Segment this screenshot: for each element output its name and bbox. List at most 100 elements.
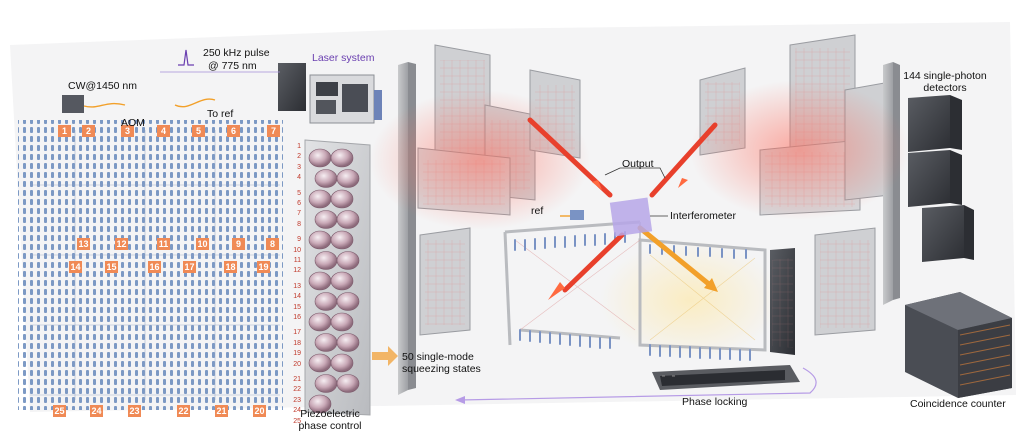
piezo-row-number: 21 [293,376,301,383]
source-badge: 9 [232,238,245,250]
coincidence-label: Coincidence counter [910,398,1006,410]
pulse-icon [178,49,194,66]
piezo-dome [308,271,332,291]
piezo-row-number: 10 [293,246,301,254]
piezo-dome [330,189,354,209]
piezo-dome [314,251,338,270]
source-badge: 14 [69,261,82,273]
source-badge: 19 [257,261,270,273]
piezo-row-number: 6 [297,200,301,207]
output-beam-right [649,122,718,198]
piezo-row-number: 12 [293,267,301,275]
piezo-dome [330,148,354,168]
piezo-dome [330,312,354,332]
source-badge: 3 [121,125,134,137]
ref-component [560,210,584,220]
piezo-row-number: 2 [297,153,301,161]
piezo-dome [314,169,338,188]
piezo-domes [308,148,360,414]
source-badge: 15 [105,261,118,273]
piezo-dome [314,333,338,352]
phase-lock-array [770,248,795,355]
piezo-dome [330,230,354,250]
feedback-arrowhead [455,396,465,404]
piezo-dome [314,292,338,311]
piezo-dome [308,189,332,209]
arrow-in [548,282,565,300]
single-photon-detectors [908,95,974,262]
piezo-row-number: 3 [297,163,301,171]
piezo-row-number: 25 [293,417,301,425]
phase-locking-label: Phase locking [682,396,748,408]
source-badge: 18 [224,261,237,273]
cw-label: CW@1450 nm [68,80,138,92]
piezo-dome [330,271,354,291]
piezo-dome [336,251,360,270]
piezo-row-number: 13 [293,282,301,290]
piezo-row-number: 4 [297,174,301,182]
piezo-row-number: 8 [297,220,301,228]
source-badge: 21 [215,405,228,417]
source-badge: 22 [177,405,190,417]
source-badge: 7 [267,125,280,137]
piezo-dome [308,312,332,332]
piezo-row-number: 11 [293,257,301,264]
piezo-row-number: 9 [297,236,301,244]
yellow-glow [600,240,780,360]
source-badge: 2 [82,125,95,137]
arrow-out-left [592,180,602,190]
cw-laser-box [62,95,84,113]
piezo-dome [308,148,332,168]
detectors-label: 144 single-photon detectors [903,70,987,94]
piezo-row-number: 22 [293,386,301,394]
piezo-row-number: 23 [293,396,301,404]
source-badge: 11 [157,238,170,250]
source-badge: 12 [115,238,128,250]
piezo-dome [314,374,338,393]
squeezing-arrow [372,346,398,366]
piezo-dome [308,353,332,373]
piezo-row-number: 5 [297,189,301,197]
laser-system [278,63,382,124]
feedback-arrow [459,367,817,401]
cw-fiber [83,102,126,108]
source-badge: 8 [266,238,279,250]
phase-shifter-rows [514,231,751,361]
to-ref-label: To ref [207,108,234,120]
source-badge: 16 [148,261,161,273]
piezo-row-number: 24 [293,407,301,415]
source-badge: 23 [128,405,141,417]
interferometer-chip [609,197,653,237]
source-badge: 17 [183,261,196,273]
squeezing-label: 50 single-mode squeezing states [402,351,481,375]
ref-label: ref [531,205,544,217]
to-ref-fiber [174,98,216,108]
piezo-row-number: 15 [293,303,301,311]
piezo-dome [336,292,360,311]
source-badge: 20 [253,405,266,417]
piezo-dome [336,333,360,352]
piezo-dome [330,353,354,373]
reference-beam [637,225,713,288]
input-beam [562,232,625,293]
interferometer-label: Interferometer [670,210,736,222]
piezo-label: Piezoelectric phase control [298,408,362,432]
source-badge: 1 [58,125,71,137]
piezo-row-number: 18 [293,339,301,347]
source-badge: 25 [53,405,66,417]
source-badge: 24 [90,405,103,417]
red-glow-right [690,80,910,220]
arrow-ref [704,278,718,292]
phase-locking-box [652,365,800,390]
piezo-dome [336,210,360,229]
source-badge: 10 [196,238,209,250]
piezo-dome [336,169,360,188]
piezo-dome [336,374,360,393]
laser-system-label: Laser system [312,52,375,64]
piezo-row-number: 1 [297,143,301,150]
piezo-row-number: 19 [293,350,301,358]
piezo-row-number: 7 [297,210,301,218]
piezo-dome [314,210,338,229]
source-badge: 5 [192,125,205,137]
